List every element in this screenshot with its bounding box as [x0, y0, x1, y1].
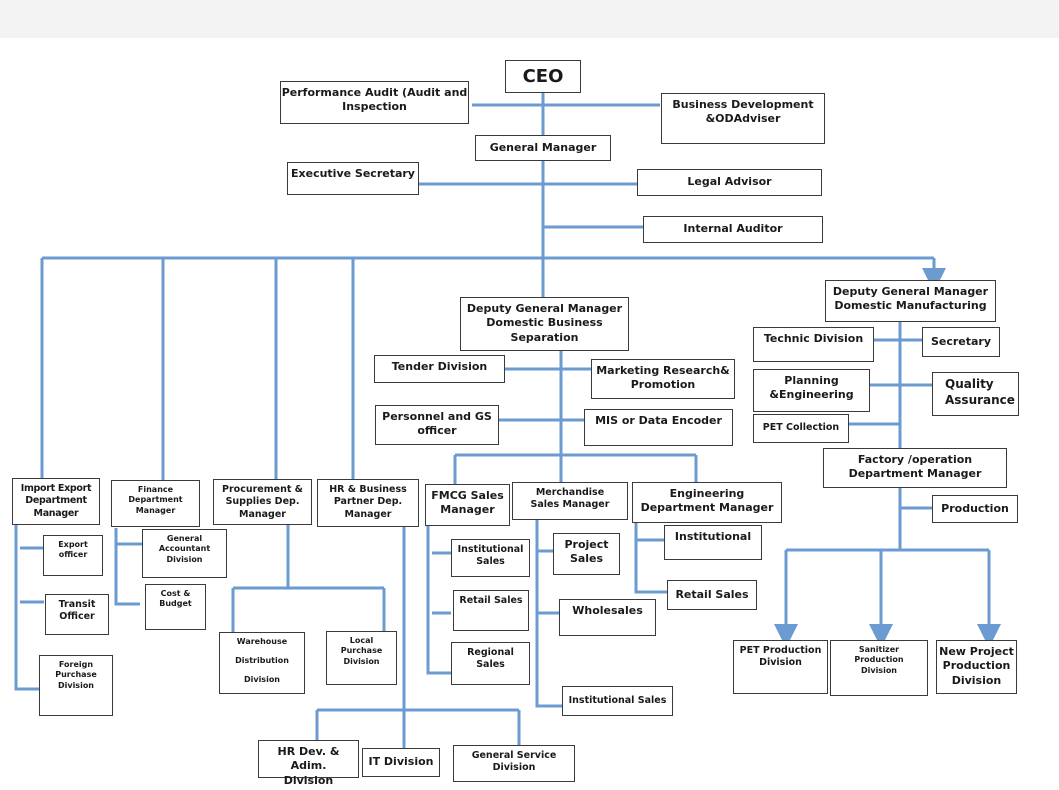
node-internal-auditor: Internal Auditor — [643, 216, 823, 243]
node-hr-dev: HR Dev. & Adim. Division — [258, 740, 359, 787]
finance-branch — [114, 528, 140, 606]
node-business-development: Business Development &ODAdviser — [661, 93, 825, 144]
node-import-export: Import Export Department Manager — [12, 478, 100, 525]
node-finance-dept: Finance Department Manager — [111, 480, 200, 527]
node-cost-budget: Cost & Budget — [145, 584, 206, 630]
node-new-project-production: New Project Production Division — [936, 640, 1017, 694]
node-merch-project: Project Sales — [553, 533, 620, 575]
node-export-officer: Export officer — [43, 535, 103, 576]
node-technic-division: Technic Division — [753, 327, 874, 362]
fmcg-branch — [426, 524, 451, 675]
eng-branch — [634, 523, 667, 594]
node-warehouse: Warehouse Distribution Division — [219, 632, 305, 694]
node-fmcg-institutional: Institutional Sales — [451, 539, 530, 577]
node-general-service: General Service Division — [453, 745, 575, 782]
node-eng-institutional: Institutional — [664, 525, 762, 560]
node-quality-assurance: Quality Assurance — [932, 372, 1019, 416]
node-fmcg-retail: Retail Sales — [453, 590, 529, 631]
node-pet-collection: PET Collection — [753, 414, 849, 443]
node-hr-business: HR & Business Partner Dep. Manager — [317, 479, 419, 527]
node-general-manager: General Manager — [475, 135, 611, 161]
node-it-division: IT Division — [362, 748, 440, 777]
node-mis-encoder: MIS or Data Encoder — [584, 409, 733, 446]
import-export-branch — [14, 524, 39, 691]
node-marketing-research: Marketing Research& Promotion — [591, 359, 735, 399]
node-fmcg-sales: FMCG Sales Manager — [425, 484, 510, 526]
node-merch-institutional: Institutional Sales — [562, 686, 673, 716]
node-procurement: Procurement & Supplies Dep. Manager — [213, 479, 312, 525]
node-merch-wholesales: Wholesales — [559, 599, 656, 636]
node-performance-audit: Performance Audit (Audit and Inspection — [280, 81, 469, 124]
node-fmcg-regional: Regional Sales — [451, 642, 530, 685]
node-secretary: Secretary — [922, 327, 1000, 357]
node-production: Production — [932, 495, 1018, 523]
merch-branch — [535, 518, 562, 708]
node-sanitizer-production: Sanitizer Production Division — [830, 640, 928, 696]
node-transit-officer: Transit Officer — [45, 594, 109, 635]
node-general-accountant: General Accountant Division — [142, 529, 227, 578]
node-merchandise-sales: Merchandise Sales Manager — [512, 482, 628, 520]
node-personnel-gs: Personnel and GS officer — [375, 405, 499, 445]
node-planning-engineering: Planning &Engineering — [753, 369, 870, 412]
top-bar — [0, 0, 1059, 38]
node-eng-retail: Retail Sales — [667, 580, 757, 610]
node-local-purchase: Local Purchase Division — [326, 631, 397, 685]
node-factory-operation: Factory /operation Department Manager — [823, 448, 1007, 488]
node-pet-production: PET Production Division — [733, 640, 828, 694]
node-tender-division: Tender Division — [374, 355, 505, 383]
node-executive-secretary: Executive Secretary — [287, 162, 419, 195]
node-dgm-business: Deputy General Manager Domestic Business… — [460, 297, 629, 351]
node-engineering-dept: Engineering Department Manager — [632, 482, 782, 523]
node-foreign-purchase: Foreign Purchase Division — [39, 655, 113, 716]
node-dgm-manufacturing: Deputy General Manager Domestic Manufact… — [825, 280, 996, 322]
node-legal-advisor: Legal Advisor — [637, 169, 822, 196]
node-ceo: CEO — [505, 60, 581, 93]
